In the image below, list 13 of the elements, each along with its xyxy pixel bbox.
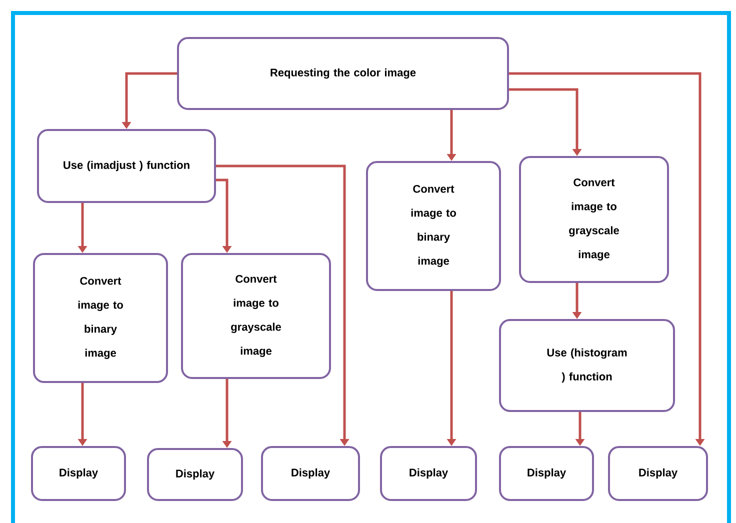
process-box: Convert image to binary image — [33, 253, 168, 383]
process-box: Convert image to grayscale image — [181, 253, 331, 379]
process-box: Display — [147, 448, 243, 501]
process-box: Display — [608, 446, 708, 501]
process-box: Convert image to binary image — [366, 161, 501, 291]
process-box: Use (histogram ) function — [499, 319, 675, 412]
process-box: Display — [31, 446, 126, 501]
process-box: Display — [380, 446, 477, 501]
process-box: Convert image to grayscale image — [519, 156, 669, 283]
process-box: Requesting the color image — [177, 37, 509, 110]
process-box: Use (imadjust ) function — [37, 129, 216, 203]
process-box: Display — [261, 446, 360, 501]
process-box: Display — [499, 446, 594, 501]
